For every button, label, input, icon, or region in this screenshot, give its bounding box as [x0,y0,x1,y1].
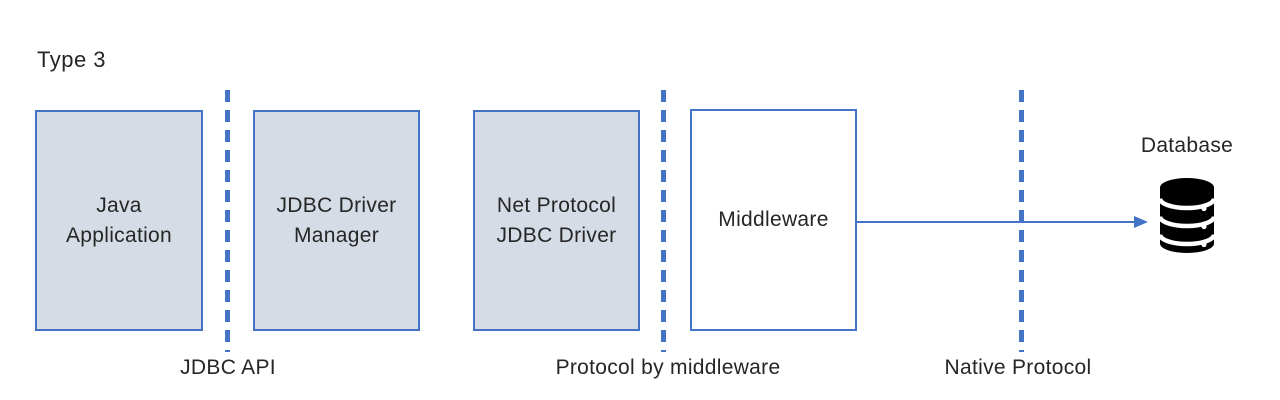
box-jdbc-driver-manager: JDBC Driver Manager [253,110,420,331]
separator-label-jdbc-api: JDBC API [180,356,276,379]
box-label-line: Java [96,193,142,217]
database-icon [1157,178,1217,253]
box-label: Net Protocol JDBC Driver [497,191,617,251]
box-java-application: Java Application [35,110,203,331]
box-label-line: JDBC Driver [496,223,617,247]
separator-line-protocol-by-middleware [661,90,666,352]
separator-line-jdbc-api [225,90,230,352]
box-net-protocol-jdbc-driver: Net Protocol JDBC Driver [473,110,640,331]
box-label-line: Net Protocol [496,193,617,217]
database-label: Database [1140,134,1234,157]
box-label: JDBC Driver Manager [277,191,397,251]
box-label-line: Middleware [718,208,829,231]
box-label: Java Application [66,191,172,251]
box-label-line: Manager [294,223,379,247]
box-label-line: JDBC Driver [276,193,397,217]
box-middleware: Middleware [690,109,857,331]
box-label: Middleware [718,205,828,235]
middleware-to-database-arrow-head [1134,216,1148,228]
diagram-title: Type 3 [37,47,107,72]
separator-label-native-protocol: Native Protocol [944,356,1092,379]
middleware-to-database-arrow-line [857,221,1137,223]
box-label-line: Application [65,223,173,247]
separator-label-protocol-by-middleware: Protocol by middleware [555,356,781,379]
